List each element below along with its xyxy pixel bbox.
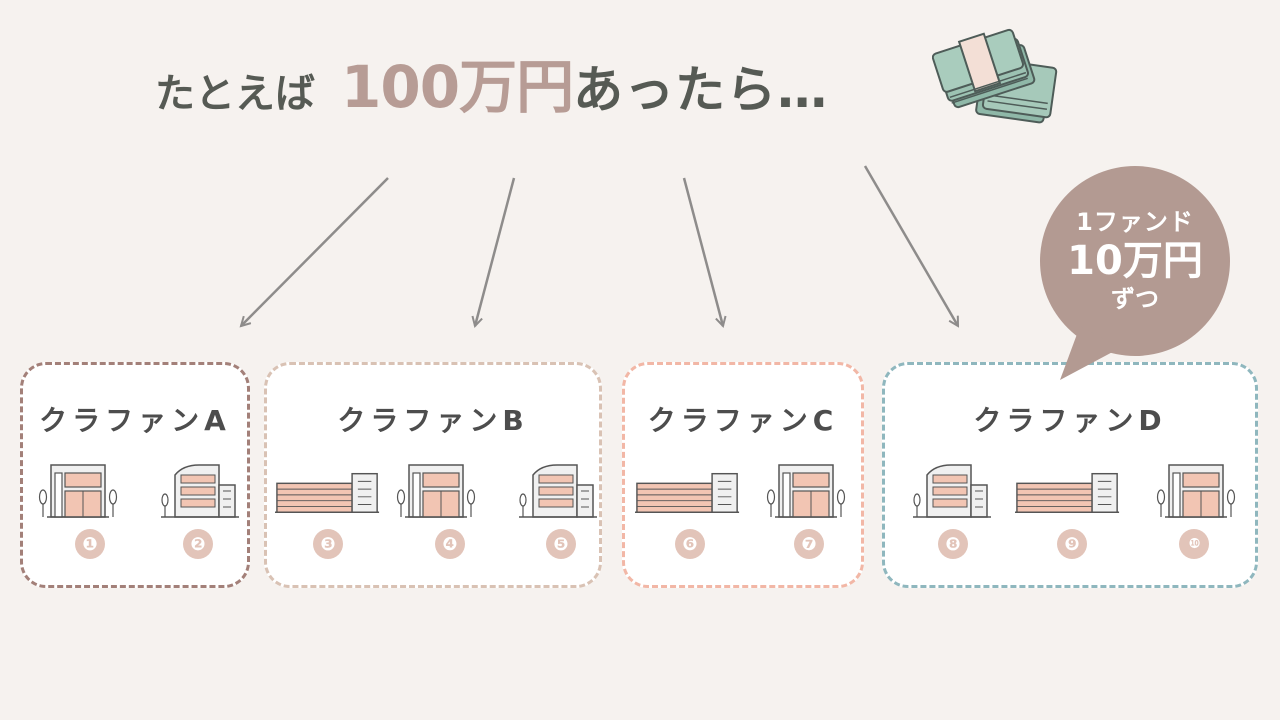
property-number: ❹ — [435, 529, 465, 559]
fund-title: クラファンA — [39, 404, 231, 437]
arrow-down-icon — [241, 177, 389, 326]
property-number: ❻ — [675, 529, 705, 559]
property-number: ❷ — [183, 529, 213, 559]
property-number: ❿ — [1179, 529, 1209, 559]
building-small-icon — [395, 461, 477, 519]
headline: たとえば 100万円 あったら… — [155, 40, 829, 121]
fund-box-d: クラファンD ❽ ❾ ❿ — [882, 362, 1258, 588]
headline-amount: 100万円 — [341, 53, 574, 121]
fund-title: クラファンB — [337, 404, 529, 437]
property-number: ❸ — [313, 529, 343, 559]
money-stack-icon — [932, 28, 1058, 124]
building-small-icon — [765, 461, 847, 519]
property-number: ❶ — [75, 529, 105, 559]
speech-bubble — [1040, 166, 1230, 380]
bubble-line-3: ずつ — [1111, 285, 1159, 313]
building-tall-icon — [911, 461, 993, 519]
headline-prefix: たとえば — [155, 71, 315, 117]
building-long-icon — [1015, 469, 1121, 515]
property-number: ❾ — [1057, 529, 1087, 559]
fund-box-c: クラファンC ❻ ❼ — [622, 362, 864, 588]
building-tall-icon — [159, 461, 241, 519]
property-number: ❼ — [794, 529, 824, 559]
fund-title: クラファンD — [973, 404, 1167, 437]
arrow-down-icon — [475, 177, 516, 326]
bubble-line-2: 10万円 — [1067, 238, 1203, 284]
bubble-text: 1ファンド 10万円 ずつ — [1040, 166, 1230, 356]
property-number: ❽ — [938, 529, 968, 559]
arrow-down-icon — [682, 177, 723, 326]
bubble-line-1: 1ファンド — [1076, 208, 1194, 237]
building-tall-icon — [517, 461, 599, 519]
building-long-icon — [635, 469, 741, 515]
fund-box-b: クラファンB ❸ ❹ ❺ — [264, 362, 602, 588]
fund-box-a: クラファンA ❶ ❷ — [20, 362, 250, 588]
building-long-icon — [275, 469, 381, 515]
fund-title: クラファンC — [647, 404, 839, 437]
building-small-icon — [37, 461, 119, 519]
building-small-icon — [1155, 461, 1237, 519]
headline-suffix: あったら… — [573, 61, 829, 119]
arrow-down-icon — [863, 165, 960, 326]
property-number: ❺ — [546, 529, 576, 559]
